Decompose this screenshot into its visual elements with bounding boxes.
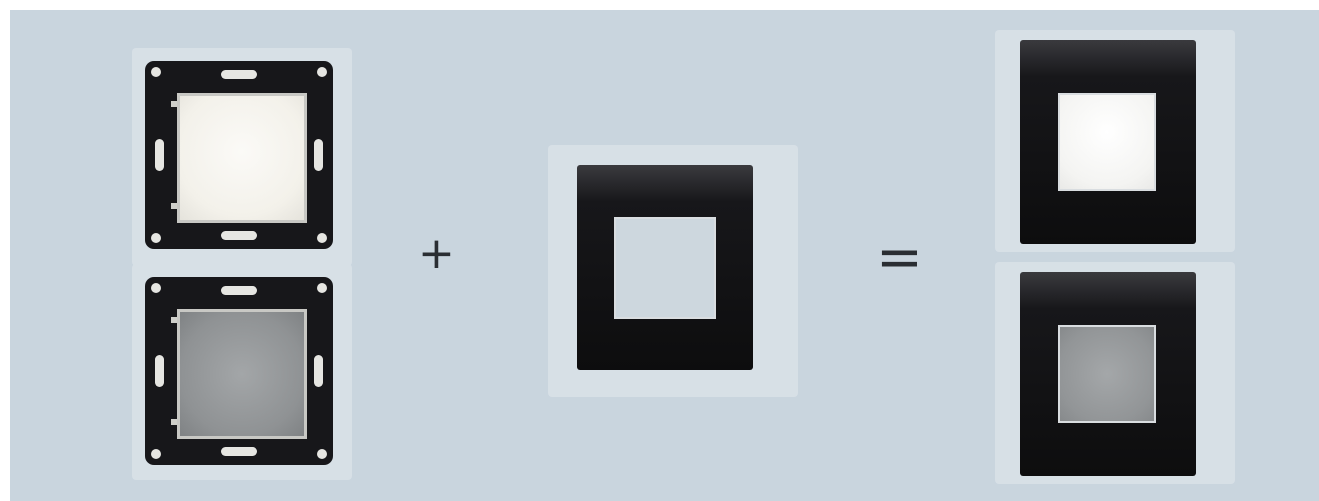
screw-hole bbox=[151, 67, 161, 77]
mechanism-grey bbox=[145, 277, 333, 465]
mounting-slot bbox=[221, 70, 257, 79]
cover-plate-black bbox=[577, 165, 753, 370]
mounting-slot bbox=[221, 447, 257, 456]
module-grey bbox=[177, 309, 307, 439]
mounting-slot bbox=[314, 355, 323, 387]
mounting-slot bbox=[221, 286, 257, 295]
module-white bbox=[1058, 93, 1156, 191]
assembled-device-white bbox=[1020, 40, 1196, 244]
equals-sign: = bbox=[876, 230, 923, 286]
screw-hole bbox=[151, 449, 161, 459]
plus-sign: + bbox=[418, 232, 455, 276]
screw-hole bbox=[317, 67, 327, 77]
plate-opening bbox=[614, 217, 716, 319]
screw-hole bbox=[317, 449, 327, 459]
assembled-device-grey bbox=[1020, 272, 1196, 476]
mechanism-white bbox=[145, 61, 333, 249]
screw-hole bbox=[317, 283, 327, 293]
mounting-slot bbox=[314, 139, 323, 171]
module-white bbox=[177, 93, 307, 223]
screw-hole bbox=[151, 283, 161, 293]
mounting-slot bbox=[155, 355, 164, 387]
screw-hole bbox=[151, 233, 161, 243]
mounting-slot bbox=[155, 139, 164, 171]
screw-hole bbox=[317, 233, 327, 243]
mounting-slot bbox=[221, 231, 257, 240]
module-grey bbox=[1058, 325, 1156, 423]
